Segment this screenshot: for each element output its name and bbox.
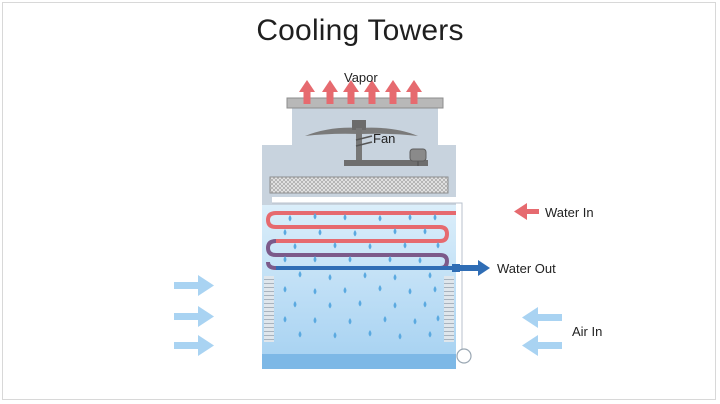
- water-droplets: [283, 213, 440, 340]
- water-droplet-icon: [348, 256, 352, 263]
- vapor-label: Vapor: [344, 70, 378, 85]
- water-droplet-icon: [343, 287, 347, 294]
- water-droplet-icon: [333, 242, 337, 249]
- water-fill-area: [262, 205, 456, 355]
- fan-label: Fan: [373, 131, 396, 146]
- water-droplet-icon: [388, 256, 392, 263]
- water-droplet-icon: [408, 214, 412, 221]
- slide-frame: [2, 2, 716, 400]
- water-droplet-icon: [283, 229, 287, 236]
- air-arrow-icon: [522, 335, 562, 356]
- water-droplet-icon: [343, 214, 347, 221]
- water-droplet-icon: [428, 331, 432, 338]
- pump-circle: [456, 348, 472, 364]
- vapor-arrow-icon: [322, 80, 338, 104]
- water-droplet-icon: [433, 286, 437, 293]
- vapor-arrow-icon: [385, 80, 401, 104]
- water-droplet-icon: [298, 331, 302, 338]
- page-title: Cooling Towers: [256, 14, 464, 47]
- water-droplet-icon: [348, 318, 352, 325]
- water-droplet-icon: [368, 243, 372, 250]
- water-out-label: Water Out: [497, 261, 556, 276]
- water-droplet-icon: [333, 332, 337, 339]
- water-out-arrow-icon: [460, 260, 490, 276]
- water-in-label: Water In: [545, 205, 594, 220]
- water-droplet-icon: [283, 286, 287, 293]
- water-droplet-icon: [393, 274, 397, 281]
- water-droplet-icon: [353, 230, 357, 237]
- water-droplet-icon: [403, 242, 407, 249]
- vapor-arrow-icon: [406, 80, 422, 104]
- air-arrow-icon: [174, 335, 214, 356]
- air-in-right-arrows: [522, 307, 562, 356]
- water-droplet-icon: [433, 214, 437, 221]
- vapor-arrow-icon: [343, 80, 359, 104]
- motor-icon: [409, 148, 427, 166]
- water-droplet-icon: [423, 301, 427, 308]
- water-droplet-icon: [418, 257, 422, 264]
- water-droplet-icon: [428, 272, 432, 279]
- water-droplet-icon: [378, 215, 382, 222]
- water-droplet-icon: [293, 243, 297, 250]
- vapor-arrow-icon: [299, 80, 315, 104]
- water-droplet-icon: [393, 302, 397, 309]
- water-droplet-icon: [283, 316, 287, 323]
- water-droplet-icon: [423, 228, 427, 235]
- water-droplet-icon: [328, 274, 332, 281]
- air-in-left-arrows: [174, 275, 214, 356]
- water-droplet-icon: [383, 316, 387, 323]
- water-in-arrow-icon: [514, 203, 539, 220]
- air-arrow-icon: [174, 275, 214, 296]
- water-droplet-icon: [408, 288, 412, 295]
- water-droplet-icon: [313, 213, 317, 220]
- air-in-label: Air In: [572, 324, 603, 339]
- fan-icon: [305, 120, 428, 166]
- water-droplet-icon: [413, 318, 417, 325]
- water-droplet-icon: [358, 300, 362, 307]
- water-droplet-icon: [393, 228, 397, 235]
- water-droplet-icon: [378, 285, 382, 292]
- air-arrow-icon: [174, 306, 214, 327]
- water-droplet-icon: [368, 330, 372, 337]
- right-louver: [444, 276, 454, 342]
- vapor-arrow-icon: [364, 80, 380, 104]
- drift-eliminator: [269, 176, 449, 194]
- hot-coil: [265, 211, 456, 243]
- left-louver: [264, 276, 274, 342]
- basin: [262, 354, 456, 369]
- water-droplet-icon: [436, 242, 440, 249]
- vapor-arrows: [299, 80, 422, 104]
- water-droplet-icon: [313, 288, 317, 295]
- air-arrow-icon: [522, 307, 562, 328]
- water-droplet-icon: [283, 256, 287, 263]
- top-grille: [286, 97, 444, 109]
- water-droplet-icon: [293, 301, 297, 308]
- water-droplet-icon: [363, 272, 367, 279]
- water-droplet-icon: [398, 333, 402, 340]
- water-droplet-icon: [318, 229, 322, 236]
- mid-coil: [265, 239, 450, 270]
- water-droplet-icon: [313, 317, 317, 324]
- water-droplet-icon: [328, 302, 332, 309]
- water-droplet-icon: [298, 271, 302, 278]
- water-droplet-icon: [436, 315, 440, 322]
- water-droplet-icon: [313, 256, 317, 263]
- water-droplet-icon: [288, 215, 292, 222]
